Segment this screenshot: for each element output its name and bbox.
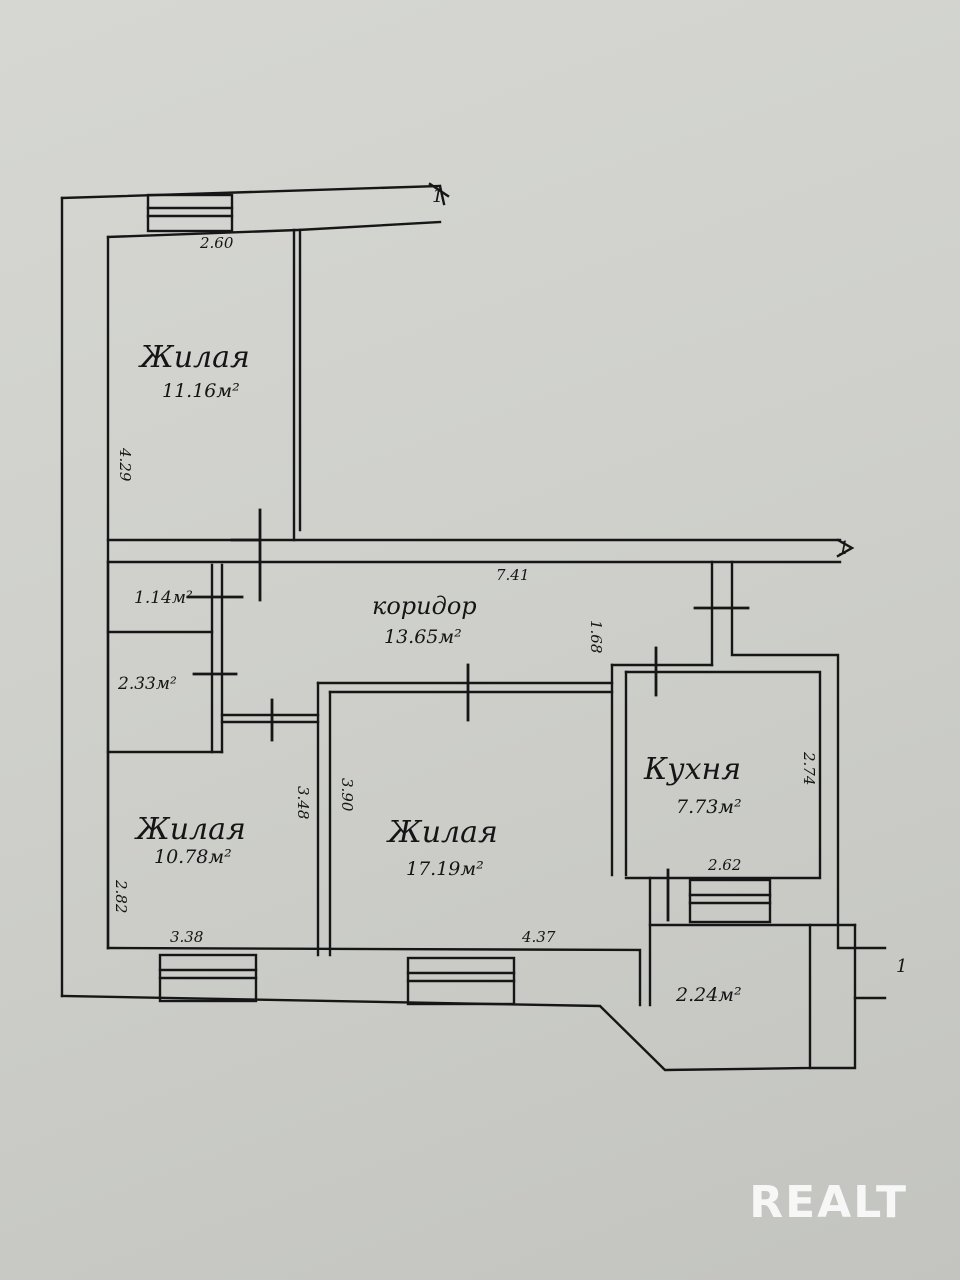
windows	[146, 193, 772, 1006]
room-label-living-center: Жилая	[388, 815, 498, 850]
room-area-living-top: 11.16м²	[162, 380, 240, 402]
dim-corridor-depth: 1.68	[587, 620, 605, 654]
section-mark-top: 1	[432, 186, 444, 207]
dim-living-left-height: 3.48	[294, 786, 312, 820]
realt-watermark: REALT	[749, 1177, 908, 1228]
dim-living-center-height: 3.90	[338, 778, 356, 812]
door-marks	[186, 508, 750, 922]
dim-living-left-side: 2.82	[112, 880, 130, 914]
room-area-living-left: 10.78м²	[154, 846, 232, 868]
room-area-living-center: 17.19м²	[406, 858, 484, 880]
section-mark-middle: 1	[838, 538, 850, 559]
room-label-living-top: Жилая	[140, 340, 250, 375]
dim-kitchen-height: 2.74	[800, 752, 818, 786]
room-label-corridor: коридор	[372, 592, 477, 620]
dim-living-top-width: 2.60	[200, 234, 234, 252]
dim-living-center-width: 4.37	[522, 928, 556, 946]
dim-kitchen-width: 2.62	[708, 856, 742, 874]
dim-living-top-height: 4.29	[116, 448, 134, 482]
inner-walls	[106, 228, 855, 1007]
room-area-balcony: 2.24м²	[676, 984, 742, 1006]
dim-corridor-width: 7.41	[496, 566, 530, 584]
section-mark-bottom: 1	[896, 956, 908, 977]
room-area-closet-1: 1.14м²	[134, 588, 193, 608]
room-label-living-left: Жилая	[136, 812, 246, 847]
dim-living-left-width: 3.38	[170, 928, 204, 946]
room-area-kitchen: 7.73м²	[676, 796, 742, 818]
room-area-closet-2: 2.33м²	[118, 674, 177, 694]
room-area-corridor: 13.65м²	[384, 626, 462, 648]
room-label-kitchen: Кухня	[644, 752, 742, 787]
